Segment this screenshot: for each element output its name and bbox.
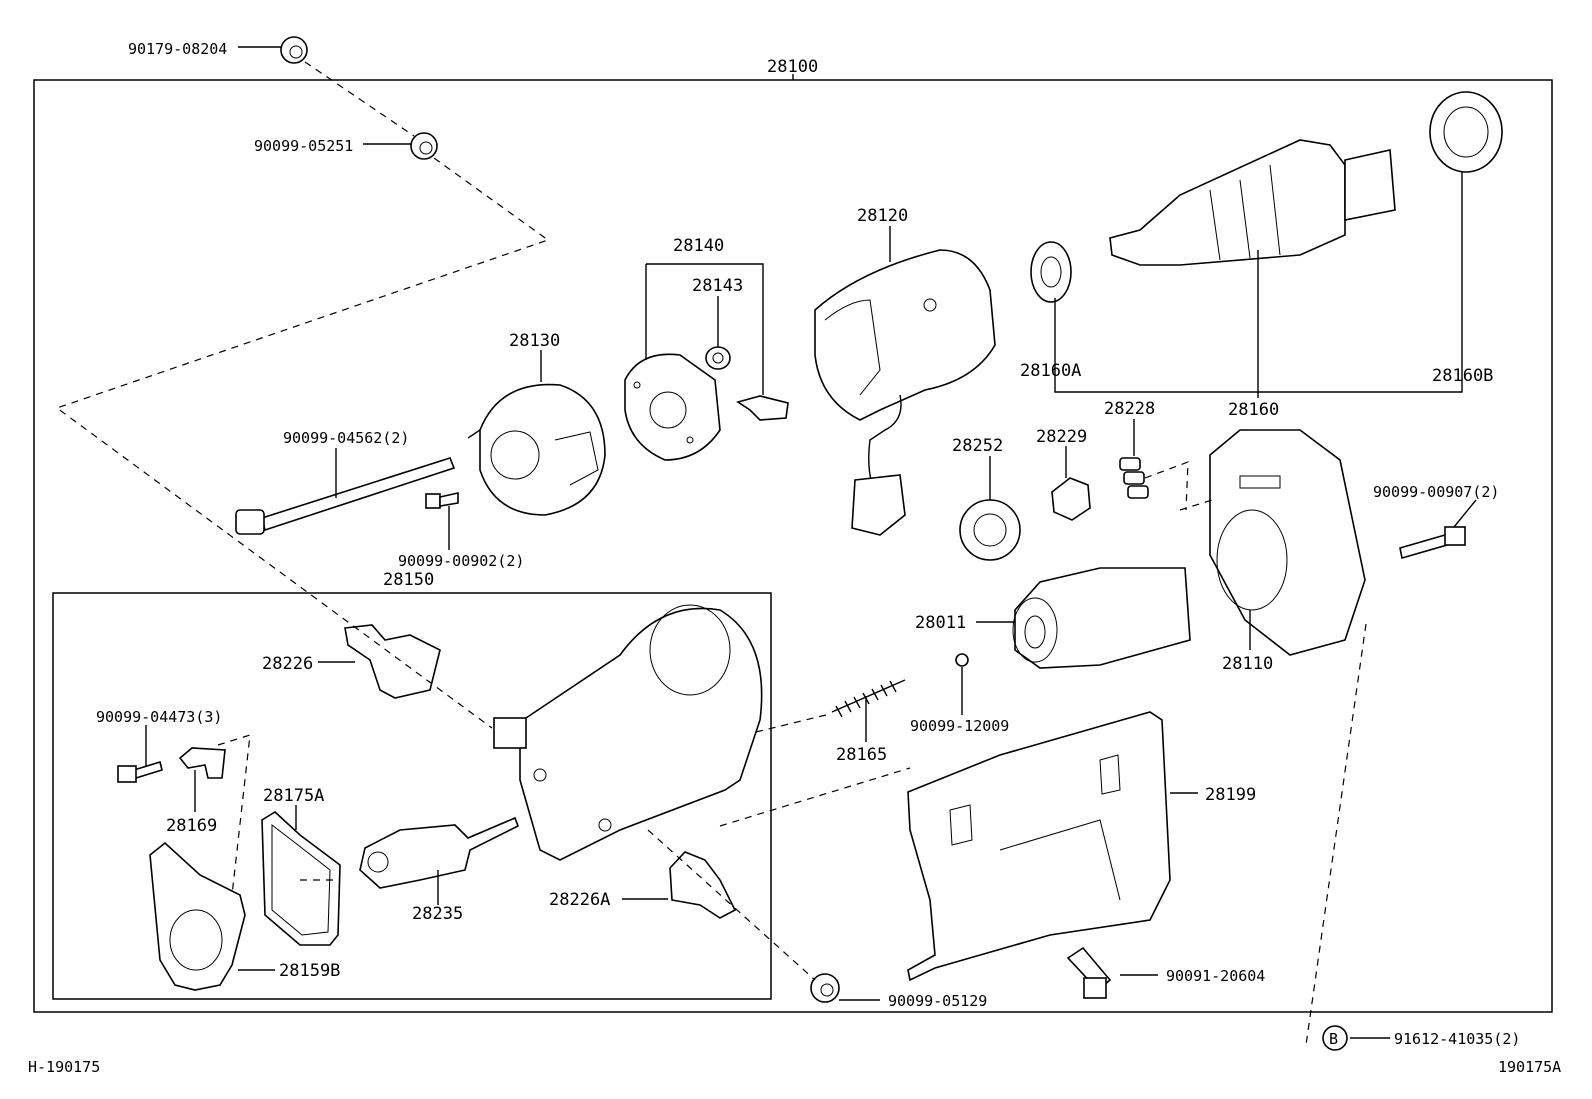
part-label-28140[interactable]: 28140 — [673, 236, 724, 256]
planet-carrier-icon[interactable] — [1051, 477, 1091, 521]
part-label-28229[interactable]: 28229 — [1036, 427, 1087, 447]
part-label-90099-00907[interactable]: 90099-00907(2) — [1373, 483, 1499, 501]
part-label-28160[interactable]: 28160 — [1228, 400, 1279, 420]
part-label-28143[interactable]: 28143 — [692, 276, 743, 296]
magnetic-switch-housing-icon[interactable] — [493, 604, 763, 861]
part-label-91612-41035[interactable]: 91612-41035(2) — [1394, 1030, 1520, 1048]
terminal-icon[interactable] — [669, 851, 737, 919]
end-cover-icon[interactable] — [149, 841, 246, 991]
part-label-28100[interactable]: 28100 — [767, 57, 818, 77]
brush-holder-icon[interactable] — [624, 353, 721, 461]
overrunning-clutch-icon[interactable] — [1012, 567, 1191, 669]
part-label-28165[interactable]: 28165 — [836, 745, 887, 765]
part-label-90099-05251[interactable]: 90099-05251 — [254, 137, 353, 155]
bolt-icon[interactable] — [117, 760, 163, 783]
bracket-icon[interactable] — [178, 747, 226, 779]
terminal-icon[interactable] — [344, 624, 441, 699]
part-label-28252[interactable]: 28252 — [952, 436, 1003, 456]
brush-icon[interactable] — [736, 395, 789, 421]
gear-icon[interactable] — [959, 499, 1021, 561]
part-label-28169[interactable]: 28169 — [166, 816, 217, 836]
bolt-icon[interactable] — [1066, 946, 1112, 999]
part-label-90091-20604[interactable]: 90091-20604 — [1166, 967, 1265, 985]
part-label-28160A[interactable]: 28160A — [1020, 361, 1081, 381]
footer-left-code: H-190175 — [28, 1058, 100, 1076]
gasket-icon[interactable] — [261, 811, 341, 946]
brush-spring-icon[interactable] — [705, 346, 731, 370]
bolt-icon[interactable] — [425, 492, 459, 509]
part-label-28175A[interactable]: 28175A — [263, 786, 324, 806]
part-label-28160B[interactable]: 28160B — [1432, 366, 1493, 386]
part-label-28150[interactable]: 28150 — [383, 570, 434, 590]
part-label-28130[interactable]: 28130 — [509, 331, 560, 351]
yoke-field-frame-icon[interactable] — [814, 249, 996, 536]
part-label-90179-08204[interactable]: 90179-08204 — [128, 40, 227, 58]
starter-housing-icon[interactable] — [1209, 429, 1366, 656]
nut-icon[interactable] — [810, 973, 840, 1003]
subassembly-frame-28150 — [52, 592, 772, 1000]
part-label-90099-04473[interactable]: 90099-04473(3) — [96, 708, 222, 726]
long-bolt-icon[interactable] — [235, 457, 456, 535]
footer-right-code: 190175A — [1498, 1058, 1561, 1076]
heat-shield-icon[interactable] — [907, 711, 1171, 982]
spring-icon[interactable] — [831, 679, 906, 718]
ball-icon[interactable] — [955, 653, 969, 667]
part-label-28228[interactable]: 28228 — [1104, 399, 1155, 419]
part-label-28159B[interactable]: 28159B — [279, 961, 340, 981]
part-label-28226A[interactable]: 28226A — [549, 890, 610, 910]
bearing-icon[interactable] — [1429, 91, 1503, 173]
brush-end-cover-icon[interactable] — [467, 383, 606, 516]
reference-bubble — [1322, 1025, 1348, 1051]
part-label-28011[interactable]: 28011 — [915, 613, 966, 633]
part-label-28110[interactable]: 28110 — [1222, 654, 1273, 674]
part-label-28235[interactable]: 28235 — [412, 904, 463, 924]
part-label-90099-12009[interactable]: 90099-12009 — [910, 717, 1009, 735]
part-label-28226[interactable]: 28226 — [262, 654, 313, 674]
part-label-28199[interactable]: 28199 — [1205, 785, 1256, 805]
bearing-icon[interactable] — [1030, 241, 1072, 303]
part-label-90099-04562[interactable]: 90099-04562(2) — [283, 429, 409, 447]
nut-icon[interactable] — [410, 132, 438, 160]
part-label-90099-05129[interactable]: 90099-05129 — [888, 992, 987, 1010]
part-label-28120[interactable]: 28120 — [857, 206, 908, 226]
planetary-gear-set-icon[interactable] — [1119, 457, 1149, 499]
part-label-90099-00902[interactable]: 90099-00902(2) — [398, 552, 524, 570]
nut-icon[interactable] — [280, 36, 308, 64]
reference-bubble-letter: B — [1329, 1030, 1338, 1048]
armature-icon[interactable] — [1109, 139, 1396, 266]
bolt-icon[interactable] — [1399, 526, 1466, 560]
plunger-icon[interactable] — [359, 816, 520, 889]
